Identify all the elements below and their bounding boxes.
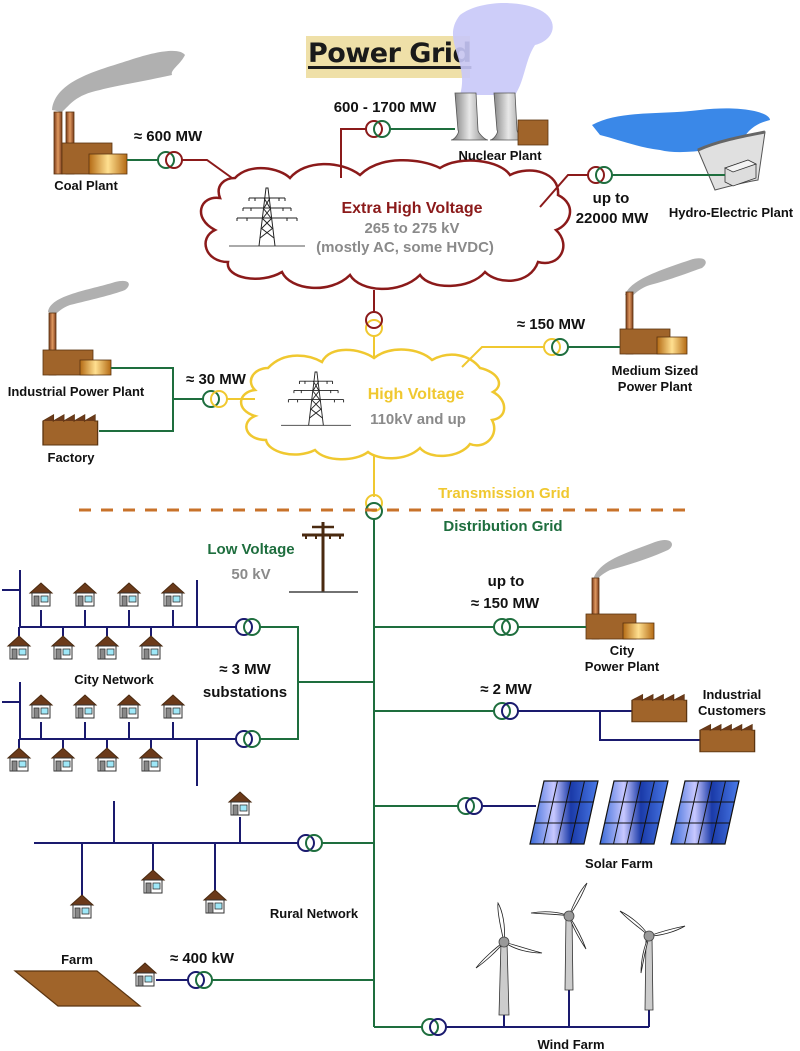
industrial-customers-label-line2: Customers <box>698 703 766 718</box>
transformer-icon <box>235 618 261 636</box>
transformer-icon <box>587 166 613 184</box>
coal-plant-icon <box>52 50 185 175</box>
city-network-label: City Network <box>74 672 154 687</box>
industrial-customers-capacity: ≈ 2 MW <box>480 681 532 698</box>
transformer-icon <box>157 151 183 169</box>
ehv-note: (mostly AC, some HVDC) <box>316 239 494 256</box>
low-voltage-label: Low Voltage <box>207 541 294 558</box>
nuclear-plant-capacity: 600 - 1700 MW <box>334 99 437 116</box>
city-network-capacity-line1: ≈ 3 MW <box>219 661 271 678</box>
extra-high-voltage-cloud <box>199 159 572 291</box>
factory-icon <box>631 694 688 723</box>
high-voltage-cloud <box>239 348 506 461</box>
farm-capacity: ≈ 400 kW <box>170 950 235 967</box>
wind-turbine-icon <box>619 910 686 1027</box>
transformer-icon <box>235 730 261 748</box>
ehv-range: 265 to 275 kV <box>364 220 459 237</box>
medium-plant-label-line1: Medium Sized <box>612 363 699 378</box>
transformer-icon <box>297 834 323 852</box>
house-icon <box>70 791 252 919</box>
city-network-upper <box>2 570 236 636</box>
transformer-icon <box>365 494 383 520</box>
industrial-plant-label: Industrial Power Plant <box>8 384 145 399</box>
factory-label: Factory <box>48 450 96 465</box>
city-power-plant-icon <box>585 540 672 640</box>
city-plant-label-line1: City <box>610 643 635 658</box>
hydro-plant-capacity-line1: up to <box>593 190 630 207</box>
city-plant-capacity-line1: up to <box>488 573 525 590</box>
farm-field-icon <box>13 970 142 1007</box>
industrial-customers-label-line1: Industrial <box>703 687 762 702</box>
solar-panel-icon <box>529 780 740 845</box>
transformer-icon <box>543 338 569 356</box>
rural-network-lines <box>34 801 298 897</box>
house-icon <box>7 582 185 660</box>
hydro-plant-capacity-line2: 22000 MW <box>576 210 649 227</box>
wind-turbine-icon <box>475 901 543 1027</box>
transformer-icon <box>493 618 519 636</box>
transmission-grid-label: Transmission Grid <box>438 485 570 502</box>
ehv-label: Extra High Voltage <box>341 200 482 217</box>
city-plant-capacity-line2: ≈ 150 MW <box>471 595 540 612</box>
diagram-title: Power Grid <box>308 38 472 69</box>
city-plant-label-line2: Power Plant <box>585 659 660 674</box>
factory-icon <box>42 414 99 446</box>
house-icon <box>133 962 157 987</box>
industrial-plant-capacity: ≈ 30 MW <box>186 371 247 388</box>
transformer-icon <box>187 971 213 989</box>
transformer-icon <box>202 390 228 408</box>
hv-label: High Voltage <box>368 386 465 403</box>
medium-plant-capacity: ≈ 150 MW <box>517 316 586 333</box>
medium-plant-label-line2: Power Plant <box>618 379 693 394</box>
transformer-icon <box>457 797 483 815</box>
distribution-grid-label: Distribution Grid <box>443 518 562 535</box>
transformer-icon <box>365 120 391 138</box>
title-highlight <box>306 36 470 78</box>
nuclear-plant-icon <box>450 3 553 146</box>
coal-plant-label: Coal Plant <box>54 178 118 193</box>
factory-icon <box>699 724 756 753</box>
utility-pole-icon <box>289 522 358 593</box>
solar-farm-label: Solar Farm <box>585 856 653 871</box>
city-network-capacity-line2: substations <box>203 684 287 701</box>
house-icon <box>7 694 185 772</box>
medium-power-plant-icon <box>619 258 706 355</box>
farm-label: Farm <box>61 952 93 967</box>
transformer-icon <box>421 1018 447 1036</box>
nuclear-plant-label: Nuclear Plant <box>458 148 542 163</box>
industrial-power-plant-icon <box>42 280 129 376</box>
transformer-icon <box>493 702 519 720</box>
wind-turbine-icon <box>530 882 588 1027</box>
rural-network-label: Rural Network <box>270 906 359 921</box>
transformer-icon <box>365 311 383 337</box>
hydro-electric-plant-icon <box>592 108 770 191</box>
city-network-lower <box>2 682 236 786</box>
wind-farm-label: Wind Farm <box>537 1037 604 1051</box>
hv-range: 110kV and up <box>370 411 466 428</box>
hydro-plant-label: Hydro-Electric Plant <box>669 205 794 220</box>
coal-plant-capacity: ≈ 600 MW <box>134 128 203 145</box>
low-voltage-range: 50 kV <box>231 566 270 583</box>
